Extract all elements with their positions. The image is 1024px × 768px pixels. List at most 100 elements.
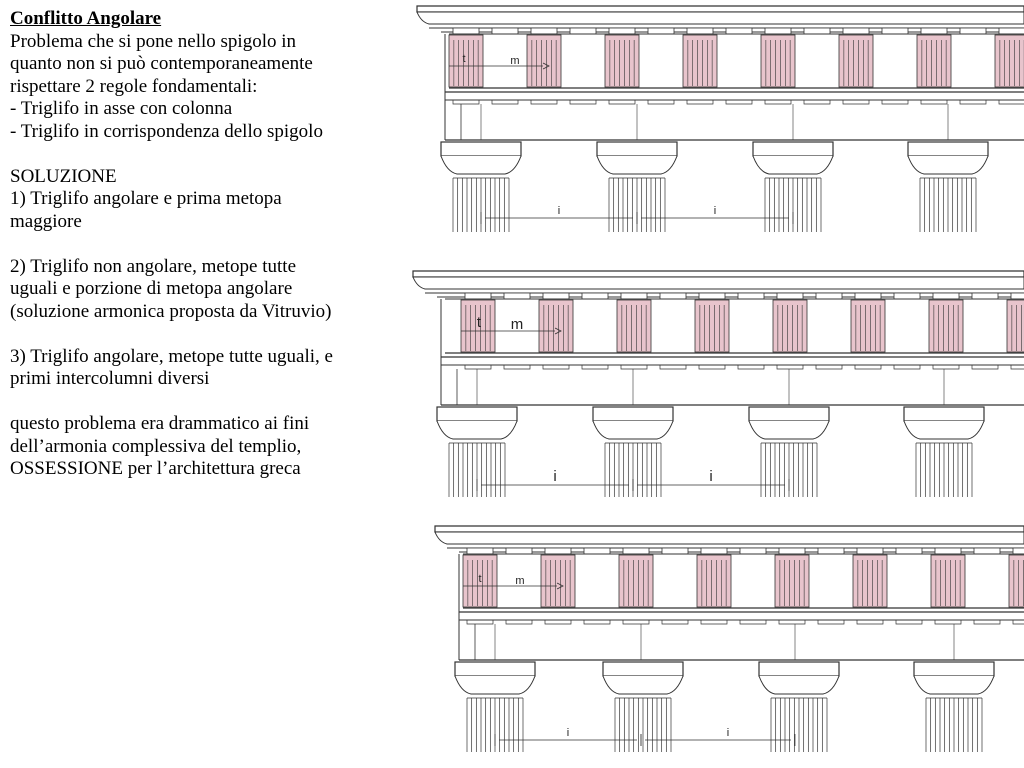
mutule <box>659 292 687 300</box>
mutule <box>932 292 960 300</box>
slide-title: Conflitto Angolare <box>10 8 162 29</box>
triglyph <box>772 299 808 353</box>
mutule <box>620 292 648 300</box>
triglyph <box>838 34 874 88</box>
solution-3-line: primi intercolumni diversi <box>10 368 210 389</box>
mutule <box>581 292 609 300</box>
intercolumn-label: i <box>567 727 569 739</box>
echinus <box>758 675 840 695</box>
echinus <box>913 675 995 695</box>
echinus <box>596 155 678 175</box>
mutule <box>854 292 882 300</box>
mutule <box>778 547 806 555</box>
text-panel: Conflitto Angolare Problema che si pone … <box>10 8 405 481</box>
solution-1-line: 1) Triglifo angolare e prima metopa <box>10 188 282 209</box>
metope-label: m <box>515 575 524 587</box>
triglyph <box>916 34 952 88</box>
mutule <box>700 547 728 555</box>
triglyph <box>1006 299 1024 353</box>
architrave <box>444 100 1024 141</box>
intro-line: quanto non si può contemporaneamente <box>10 53 313 74</box>
mutule <box>661 547 689 555</box>
abacus <box>913 661 995 677</box>
triglyph <box>538 299 574 353</box>
triglyph <box>616 299 652 353</box>
triglyph <box>682 34 718 88</box>
frieze <box>444 33 1024 100</box>
mutule <box>647 27 675 35</box>
mutule <box>893 292 921 300</box>
column <box>596 141 678 232</box>
solution-2-line: (soluzione armonica proposta da Vitruvio… <box>10 300 332 322</box>
triglyph <box>526 34 562 88</box>
mutule <box>817 547 845 555</box>
abacus <box>596 141 678 157</box>
mutule <box>739 547 767 555</box>
mutule <box>698 292 726 300</box>
triglyph <box>604 34 640 88</box>
taenia <box>459 611 1024 625</box>
abacus <box>454 661 536 677</box>
mutule <box>971 292 999 300</box>
conclusion-line: dell’armonia complessiva del templio, <box>10 435 302 457</box>
column <box>436 406 518 497</box>
triglyph-label: t <box>477 314 482 331</box>
mutule <box>464 292 492 300</box>
mutule <box>895 547 923 555</box>
triglyph <box>852 554 888 608</box>
metope-label: m <box>510 55 519 67</box>
echinus <box>436 420 518 440</box>
intercolumn-label: i <box>714 205 716 217</box>
triglyph <box>448 34 484 88</box>
abacus <box>602 661 684 677</box>
frieze <box>458 553 1024 620</box>
triglyph <box>462 554 498 608</box>
mutule <box>920 27 948 35</box>
taenia <box>441 356 1024 370</box>
triglyph <box>540 554 576 608</box>
mutule <box>1010 292 1024 300</box>
rule-1: - Triglifo in asse con colonna <box>10 98 233 119</box>
solution-2-line: 2) Triglifo non angolare, metope tutte <box>10 255 297 277</box>
echinus <box>907 155 989 175</box>
echinus <box>748 420 830 440</box>
architrave <box>458 620 1024 661</box>
abacus <box>903 406 985 422</box>
intro-line: rispettare 2 regole fondamentali: <box>10 75 258 97</box>
taenia <box>445 91 1024 105</box>
cornice <box>412 270 1024 298</box>
triglyph <box>618 554 654 608</box>
conclusion-line: questo problema era drammatico ai fini <box>10 413 310 434</box>
mutule <box>815 292 843 300</box>
abacus <box>436 406 518 422</box>
abacus <box>592 406 674 422</box>
conclusion-line: OSSESSIONE per l’architettura greca <box>10 458 301 479</box>
mutule <box>452 27 480 35</box>
triglyph <box>850 299 886 353</box>
intro-line: Problema che si pone nello spigolo in <box>10 30 297 52</box>
column <box>913 661 995 752</box>
column <box>602 661 684 752</box>
mutule <box>959 27 987 35</box>
echinus <box>440 155 522 175</box>
triglyph <box>694 299 730 353</box>
intercolumn-label: i <box>727 727 729 739</box>
column <box>752 141 834 232</box>
triglyph <box>930 554 966 608</box>
mutule <box>856 547 884 555</box>
mutule <box>1012 547 1024 555</box>
intercolumn-label: i <box>553 468 556 485</box>
mutule <box>530 27 558 35</box>
mutule <box>881 27 909 35</box>
mutule <box>934 547 962 555</box>
mutule <box>776 292 804 300</box>
solution-2-line: uguali e porzione di metopa angolare <box>10 278 293 299</box>
column <box>454 661 536 752</box>
mutule <box>725 27 753 35</box>
